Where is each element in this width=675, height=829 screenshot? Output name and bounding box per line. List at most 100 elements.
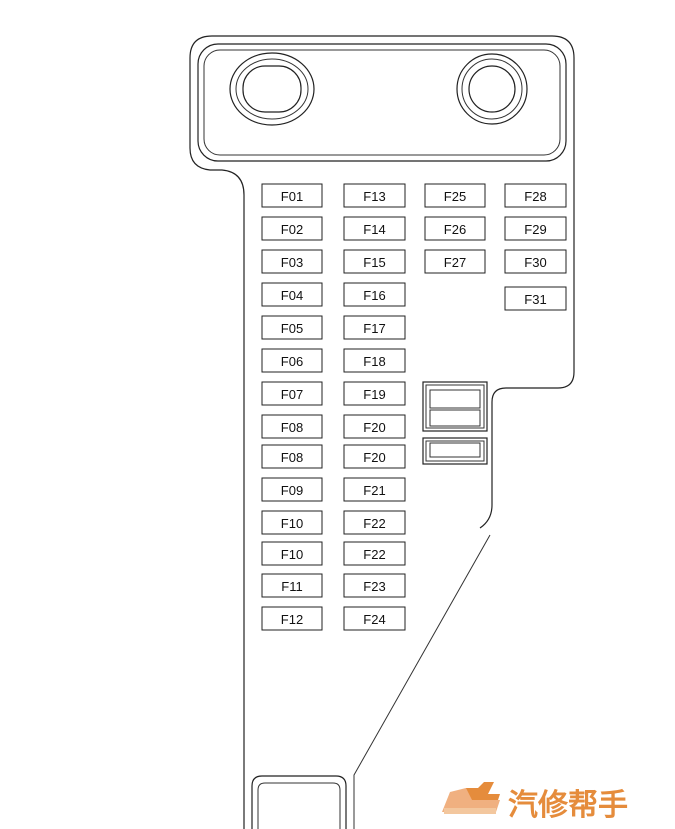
fuse-label: F04 — [281, 288, 303, 303]
fuse-label: F29 — [524, 222, 546, 237]
fuse-slot: F26 — [424, 216, 486, 241]
fuse-slot: F23 — [343, 573, 406, 598]
fuse-box — [504, 249, 567, 274]
fuse-box — [343, 216, 406, 241]
fuse-label: F15 — [363, 255, 385, 270]
fuse-slot: F02 — [261, 216, 323, 241]
fuse-box — [261, 541, 323, 566]
housing-inner-edge — [353, 534, 491, 829]
housing-outline — [189, 35, 575, 829]
fuse-label: F01 — [281, 189, 303, 204]
fuse-box — [261, 348, 323, 373]
fuse-box — [343, 348, 406, 373]
mounting-bracket-inner — [203, 49, 561, 156]
fuse-label: F14 — [363, 222, 385, 237]
fuse-box — [261, 510, 323, 535]
fuse-label: F08 — [281, 420, 303, 435]
fuse-box — [261, 282, 323, 307]
fuse-label: F26 — [444, 222, 466, 237]
bottom-connector — [251, 775, 347, 829]
fuse-box — [343, 606, 406, 631]
fuse-label: F10 — [281, 516, 303, 531]
relay-block-upper — [422, 381, 488, 432]
fuse-box — [343, 249, 406, 274]
fuse-box — [343, 477, 406, 502]
fuse-box — [343, 315, 406, 340]
fuse-label: F22 — [363, 547, 385, 562]
watermark-logo: 汽修帮手 — [442, 782, 628, 823]
fuse-label: F20 — [363, 420, 385, 435]
fuse-label: F18 — [363, 354, 385, 369]
fuse-slot: F25 — [424, 183, 486, 208]
fuse-slot: F03 — [261, 249, 323, 274]
fuse-slot: F31 — [504, 286, 567, 311]
fuse-slot: F10 — [261, 510, 323, 535]
fuse-box — [504, 286, 567, 311]
fuse-box — [261, 477, 323, 502]
fuse-slot: F07 — [261, 381, 323, 406]
fuse-box — [343, 541, 406, 566]
fuse-slot: F11 — [261, 573, 323, 598]
fuse-slot: F17 — [343, 315, 406, 340]
fuse-box — [424, 216, 486, 241]
fuse-label: F31 — [524, 292, 546, 307]
fuse-box — [424, 183, 486, 208]
fuse-slot: F14 — [343, 216, 406, 241]
fuse-label: F17 — [363, 321, 385, 336]
fuse-label: F13 — [363, 189, 385, 204]
fuse-label: F22 — [363, 516, 385, 531]
fuse-label: F12 — [281, 612, 303, 627]
fuse-slot: F28 — [504, 183, 567, 208]
fuse-box — [424, 249, 486, 274]
fuse-label: F11 — [281, 579, 302, 594]
fuse-box — [261, 315, 323, 340]
fuse-label: F16 — [363, 288, 385, 303]
fuse-label: F23 — [363, 579, 385, 594]
fuse-box — [261, 216, 323, 241]
fuse-slot: F13 — [343, 183, 406, 208]
fuse-label: F25 — [444, 189, 466, 204]
right-mounting-hole — [456, 53, 528, 125]
fuse-box — [343, 414, 406, 439]
fuse-label: F06 — [281, 354, 303, 369]
fuse-box — [504, 216, 567, 241]
left-mounting-hole — [229, 52, 315, 126]
fuse-label: F19 — [363, 387, 385, 402]
fuse-label: F10 — [281, 547, 303, 562]
fuse-label: F03 — [281, 255, 303, 270]
fuse-label: F24 — [363, 612, 385, 627]
fuse-slot: F18 — [343, 348, 406, 373]
fuse-box — [343, 183, 406, 208]
fuse-label: F30 — [524, 255, 546, 270]
relay-block-lower — [422, 437, 488, 465]
fuse-slot: F27 — [424, 249, 486, 274]
fuse-slot: F16 — [343, 282, 406, 307]
fuse-slot: F09 — [261, 477, 323, 502]
fuse-slot: F10 — [261, 541, 323, 566]
fuse-box — [261, 249, 323, 274]
fuse-slot: F01 — [261, 183, 323, 208]
fuse-box — [343, 282, 406, 307]
fuse-slot: F08 — [261, 414, 323, 439]
fuse-box — [261, 414, 323, 439]
fuse-box — [504, 183, 567, 208]
fuse-box — [261, 183, 323, 208]
watermark-text: 汽修帮手 — [508, 788, 628, 823]
fuse-label: F28 — [524, 189, 546, 204]
fuse-box — [261, 606, 323, 631]
fuse-slot: F06 — [261, 348, 323, 373]
fuse-slot: F30 — [504, 249, 567, 274]
fuse-box — [261, 444, 323, 469]
fuse-label: F09 — [281, 483, 303, 498]
fuse-slot: F04 — [261, 282, 323, 307]
fuse-slot: F12 — [261, 606, 323, 631]
fuse-slot: F19 — [343, 381, 406, 406]
fuse-box — [343, 444, 406, 469]
fuse-slot: F29 — [504, 216, 567, 241]
fuse-slot: F20 — [343, 444, 406, 469]
fuse-box — [261, 381, 323, 406]
fuse-label: F21 — [363, 483, 385, 498]
fuse-slot: F15 — [343, 249, 406, 274]
fuse-box — [343, 573, 406, 598]
